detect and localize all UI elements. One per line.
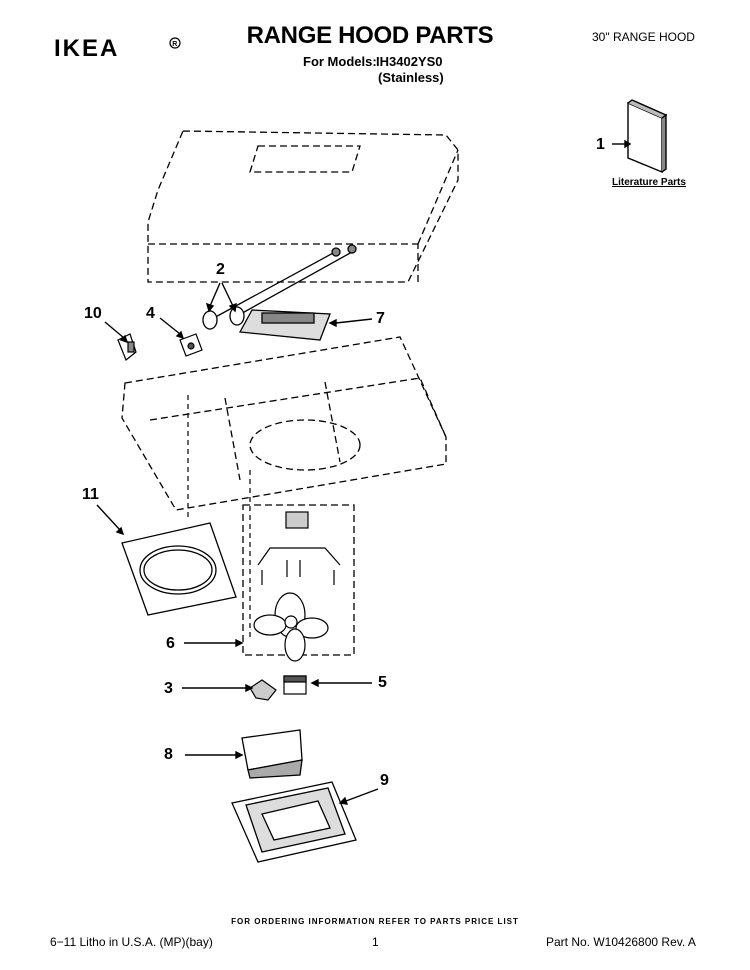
light-lens <box>241 729 303 779</box>
bracket-part <box>117 333 137 361</box>
callout-11: 11 <box>82 486 99 503</box>
callout-6: 6 <box>166 635 175 652</box>
page-title: RANGE HOOD PARTS <box>246 22 494 49</box>
callout-2: 2 <box>216 261 225 278</box>
literature-booklet <box>627 99 668 174</box>
part-number: Part No. W10426800 Rev. A <box>546 935 696 949</box>
ikea-logo: IKEA R <box>54 36 181 58</box>
bulb-holder <box>249 679 277 701</box>
litho-info: 6−11 Litho in U.S.A. (MP)(bay) <box>50 935 213 949</box>
damper-plate <box>121 522 237 616</box>
literature-parts-label: Literature Parts <box>612 177 686 188</box>
switch-part <box>179 333 203 357</box>
models-value: IH3402YS0 <box>376 54 443 69</box>
models-label: For Models: <box>303 54 377 69</box>
page-number: 1 <box>372 935 379 949</box>
callout-3: 3 <box>164 680 173 697</box>
callout-9: 9 <box>380 772 389 789</box>
callout-1: 1 <box>596 136 605 153</box>
grease-filter <box>231 781 357 863</box>
product-type: 30" RANGE HOOD <box>592 30 695 44</box>
svg-text:R: R <box>172 41 177 48</box>
ordering-note: FOR ORDERING INFORMATION REFER TO PARTS … <box>231 917 519 926</box>
callout-10: 10 <box>84 305 102 322</box>
control-knobs <box>202 244 357 330</box>
callout-8: 8 <box>164 746 173 763</box>
light-socket <box>283 675 307 695</box>
control-board <box>238 309 331 341</box>
model-variant: (Stainless) <box>378 70 444 85</box>
motor-fan-assembly <box>253 511 341 662</box>
callout-4: 4 <box>146 305 155 322</box>
callout-5: 5 <box>378 674 387 691</box>
ikea-logo-mark: IKEA <box>54 36 119 58</box>
callout-7: 7 <box>376 310 385 327</box>
